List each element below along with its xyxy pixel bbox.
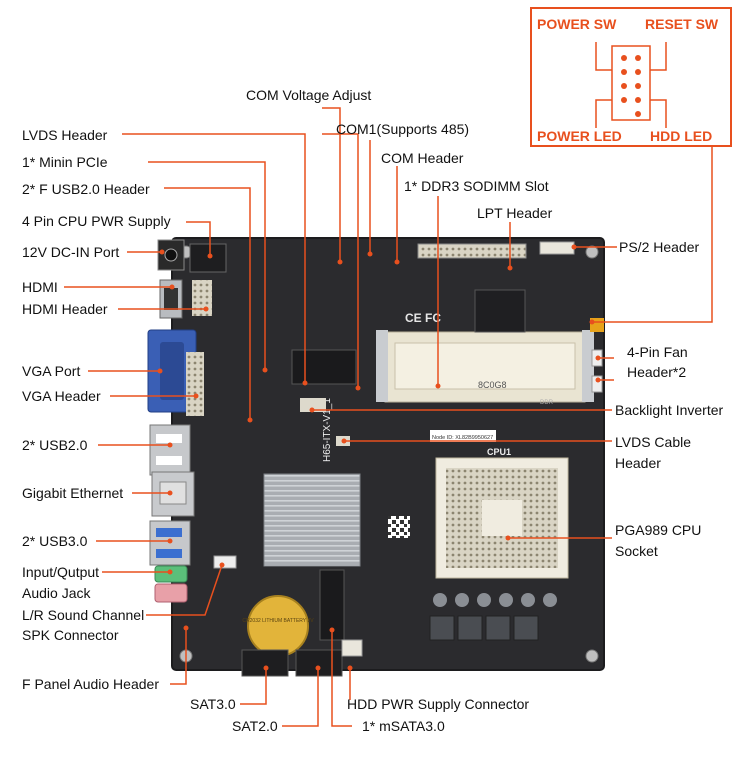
label-vga-port: VGA Port bbox=[22, 363, 81, 379]
label-fan-header-1: 4-Pin Fan bbox=[627, 344, 688, 360]
leader-lvds-header-2 bbox=[322, 133, 359, 388]
slot-text: 8C0G8 bbox=[478, 380, 507, 390]
cpu-label: CPU1 bbox=[487, 447, 511, 457]
label-sat3: SAT3.0 bbox=[190, 696, 236, 712]
minipcie-slot bbox=[291, 349, 357, 385]
label-lpt-header: LPT Header bbox=[477, 205, 553, 221]
battery-text: CR2032 LITHIUM BATTERY 3V bbox=[242, 618, 314, 624]
backlight-inverter-connector bbox=[300, 398, 326, 412]
label-hdd-pwr: HDD PWR Supply Connector bbox=[347, 696, 530, 712]
cpu-socket: CPU1 bbox=[435, 447, 569, 579]
label-lvds-cable-1: LVDS Cable bbox=[615, 434, 692, 450]
label-audio-jack-2: Audio Jack bbox=[22, 585, 91, 601]
ddr-silk-text: DDR bbox=[540, 400, 554, 406]
label-sat2: SAT2.0 bbox=[232, 718, 278, 734]
vrm-chokes bbox=[429, 593, 557, 641]
cpu-pwr-connector bbox=[189, 243, 227, 273]
node-id-text: Node ID: XL82B9950627 bbox=[432, 435, 493, 441]
label-f-usb2-header: 2* F USB2.0 Header bbox=[22, 181, 150, 197]
leader-sat2 bbox=[282, 668, 319, 727]
label-msata: 1* mSATA3.0 bbox=[362, 718, 445, 734]
leader-sat3 bbox=[240, 668, 267, 705]
leader-dots bbox=[157, 244, 601, 671]
spk-connector bbox=[213, 555, 237, 569]
fan-header-2 bbox=[591, 375, 603, 393]
label-usb3: 2* USB3.0 bbox=[22, 533, 88, 549]
label-ddr3-slot: 1* DDR3 SODIMM Slot bbox=[404, 178, 549, 194]
leader-lr-sound bbox=[146, 564, 223, 616]
ddr3-sodimm-slot: 8C0G8 DDR bbox=[376, 330, 594, 406]
label-backlight-inverter: Backlight Inverter bbox=[615, 402, 724, 418]
label-hdmi-header: HDMI Header bbox=[22, 301, 108, 317]
leader-minipcie bbox=[148, 161, 266, 370]
label-lvds-cable-2: Header bbox=[615, 455, 661, 471]
label-usb2: 2* USB2.0 bbox=[22, 437, 88, 453]
label-audio-jack-1: Input/Qutput bbox=[22, 564, 100, 580]
label-dc-in: 12V DC-IN Port bbox=[22, 244, 120, 260]
label-hdmi: HDMI bbox=[22, 279, 58, 295]
label-lr-sound: L/R Sound Channel bbox=[22, 607, 145, 623]
leader-com-voltage bbox=[322, 107, 341, 262]
label-spk-connector: SPK Connector bbox=[22, 627, 119, 643]
leader-lvds-header bbox=[122, 133, 306, 383]
leader-f-panel-audio bbox=[170, 628, 187, 685]
label-cpu-socket-2: Socket bbox=[615, 543, 658, 559]
label-ps2-header: PS/2 Header bbox=[619, 239, 700, 255]
chipset-heatsink bbox=[263, 473, 361, 567]
label-mini-pcie: 1* Minin PCIe bbox=[22, 154, 108, 170]
leader-lines bbox=[64, 107, 713, 727]
label-com-header: COM Header bbox=[381, 150, 464, 166]
hdd-pwr-connector bbox=[341, 639, 363, 657]
leader-msata bbox=[331, 630, 352, 727]
label-cpu-socket-1: PGA989 CPU bbox=[615, 522, 702, 538]
label-vga-header: VGA Header bbox=[22, 388, 101, 404]
power-led-label: POWER LED bbox=[537, 128, 622, 144]
ce-mark: CE FC bbox=[405, 311, 441, 325]
front-panel-inset bbox=[530, 7, 732, 147]
lpt-header bbox=[417, 243, 527, 259]
reset-sw-label: RESET SW bbox=[645, 16, 719, 32]
label-com1: COM1(Supports 485) bbox=[336, 121, 470, 137]
ps2-header bbox=[539, 241, 575, 255]
sata3-port bbox=[241, 649, 289, 677]
power-sw-label: POWER SW bbox=[537, 16, 617, 32]
cmos-battery: CR2032 LITHIUM BATTERY 3V bbox=[242, 595, 314, 657]
leader-cpu-pwr bbox=[186, 221, 211, 256]
label-gigabit-ethernet: Gigabit Ethernet bbox=[22, 485, 124, 501]
qr-code bbox=[388, 516, 410, 538]
hdd-led-label: HDD LED bbox=[650, 128, 713, 144]
label-lvds-header: LVDS Header bbox=[22, 127, 108, 143]
vga-pin-header bbox=[186, 352, 204, 416]
board-model-text: H65-ITX-V1_1 bbox=[322, 398, 333, 462]
node-id-sticker bbox=[430, 430, 496, 442]
label-f-panel-audio: F Panel Audio Header bbox=[22, 676, 159, 692]
audio-jack-pink bbox=[154, 583, 188, 603]
hdmi-pin-header bbox=[192, 280, 212, 316]
label-com-voltage-adjust: COM Voltage Adjust bbox=[246, 87, 372, 103]
leader-front-panel bbox=[592, 122, 713, 323]
label-cpu-pwr: 4 Pin CPU PWR Supply bbox=[22, 213, 171, 229]
sata2-port bbox=[295, 649, 343, 677]
label-fan-header-2: Header*2 bbox=[627, 364, 687, 380]
motherboard-pcb bbox=[171, 237, 605, 671]
usb2-port bbox=[149, 424, 191, 476]
bios-chip bbox=[474, 289, 526, 333]
leader-f-usb2 bbox=[164, 187, 251, 420]
